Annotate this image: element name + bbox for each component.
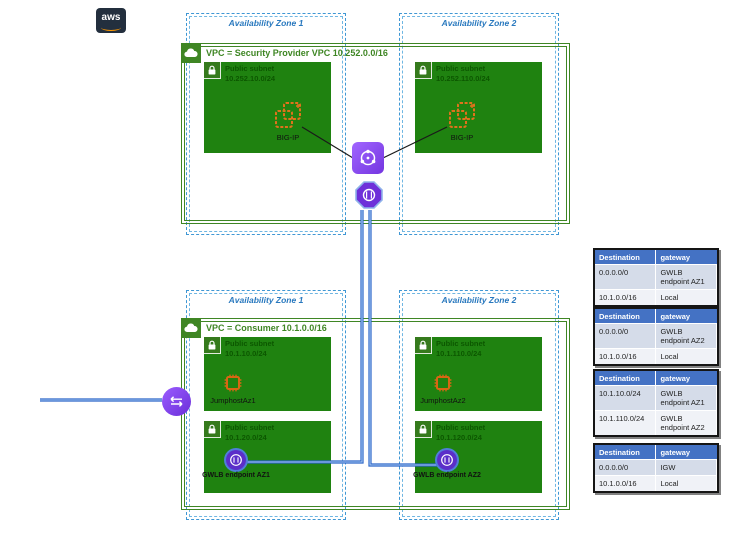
route-table-row: 10.1.110.0/24 GWLB endpoint AZ2 <box>595 410 717 435</box>
route-gateway-cell: Local <box>656 476 717 491</box>
route-table-row: 0.0.0.0/0 GWLB endpoint AZ2 <box>595 323 717 348</box>
subnet-type-label: Public subnet <box>436 64 486 73</box>
security-az2-label: Availability Zone 2 <box>441 18 517 28</box>
route-gateway-cell: GWLB endpoint AZ2 <box>656 324 717 348</box>
bigip-label: BIG-IP <box>450 133 474 142</box>
route-gateway-cell: Local <box>656 290 717 305</box>
route-table-row: 0.0.0.0/0 IGW <box>595 459 717 475</box>
route-table-header: Destination gateway <box>595 250 717 264</box>
route-gateway-cell: IGW <box>656 460 717 475</box>
subnet-type-label: Public subnet <box>436 339 486 348</box>
route-destination-cell: 10.1.0.0/16 <box>595 349 657 364</box>
route-table-row: 10.1.0.0/16 Local <box>595 348 717 364</box>
route-destination-cell: 10.1.10.0/24 <box>595 386 657 410</box>
aws-logo: aws <box>96 8 126 33</box>
bigip-icon <box>446 100 478 137</box>
gwlb-endpoint-label: GWLB endpoint AZ1 <box>202 472 270 479</box>
subnet-cidr-label: 10.1.110.0/24 <box>436 348 482 358</box>
route-table-header: Destination gateway <box>595 309 717 323</box>
route-destination-cell: 10.1.0.0/16 <box>595 290 657 305</box>
consumer-az2-label: Availability Zone 2 <box>441 295 517 305</box>
gwlb-icon <box>352 142 384 174</box>
jumphost-label: JumphostAz1 <box>210 396 256 405</box>
jumphost-instance-icon <box>432 372 454 399</box>
subnet-type-label: Public subnet <box>436 423 486 432</box>
route-gateway-cell: GWLB endpoint AZ2 <box>656 411 717 435</box>
route-gateway-cell: GWLB endpoint AZ1 <box>656 386 717 410</box>
subnet-cidr-label: 10.252.10.0/24 <box>225 73 276 83</box>
subnet-type-label: Public subnet <box>225 64 275 73</box>
security-az1-label: Availability Zone 1 <box>228 18 304 28</box>
route-destination-cell: 0.0.0.0/0 <box>595 265 657 289</box>
gwlb-endpoint-icon <box>437 450 457 470</box>
route-table-row: 10.1.10.0/24 GWLB endpoint AZ1 <box>595 385 717 410</box>
security-az2-box: Availability Zone 2 <box>399 13 559 235</box>
aws-logo-text: aws <box>101 12 121 23</box>
route-table-public: Destination gateway 0.0.0.0/0 IGW 10.1.0… <box>593 443 719 493</box>
route-table-header: Destination gateway <box>595 445 717 459</box>
route-gateway-cell: GWLB endpoint AZ1 <box>656 265 717 289</box>
consumer-az1-label: Availability Zone 1 <box>228 295 304 305</box>
route-gateway-cell: Local <box>656 349 717 364</box>
route-destination-cell: 10.1.110.0/24 <box>595 411 657 435</box>
route-destination-cell: 0.0.0.0/0 <box>595 324 657 348</box>
route-destination-cell: 0.0.0.0/0 <box>595 460 657 475</box>
bigip-label: BIG-IP <box>276 133 300 142</box>
gwlb-endpoint-label: GWLB endpoint AZ2 <box>413 472 481 479</box>
route-table-gwlbe-az1: Destination gateway 0.0.0.0/0 GWLB endpo… <box>593 248 719 307</box>
route-table-header: Destination gateway <box>595 371 717 385</box>
gwlb-endpoint-service-icon <box>354 180 384 215</box>
subnet-lock-icon <box>204 62 221 79</box>
route-table-gwlbe-az2: Destination gateway 0.0.0.0/0 GWLB endpo… <box>593 307 719 366</box>
bigip-icon <box>272 100 304 137</box>
jumphost-instance-icon <box>222 372 244 399</box>
aws-smile-icon <box>101 24 121 31</box>
subnet-cidr-label: 10.252.110.0/24 <box>436 73 490 83</box>
subnet-cidr-label: 10.1.10.0/24 <box>225 348 267 358</box>
igw-icon <box>162 387 191 416</box>
route-table-row: 0.0.0.0/0 GWLB endpoint AZ1 <box>595 264 717 289</box>
route-table-row: 10.1.0.0/16 Local <box>595 475 717 491</box>
route-table-igw-ingress: Destination gateway 10.1.10.0/24 GWLB en… <box>593 369 719 437</box>
route-destination-cell: 10.1.0.0/16 <box>595 476 657 491</box>
subnet-lock-icon <box>204 421 221 438</box>
consumer-vpc-title: VPC = Consumer 10.1.0.0/16 <box>206 323 327 333</box>
route-table-row: 10.1.0.0/16 Local <box>595 289 717 305</box>
gwlb-endpoint-icon <box>226 450 246 470</box>
subnet-cidr-label: 10.1.20.0/24 <box>225 432 267 442</box>
subnet-lock-icon <box>415 62 432 79</box>
vpc-cloud-icon <box>181 318 201 338</box>
security-vpc-title: VPC = Security Provider VPC 10.252.0.0/1… <box>206 48 388 58</box>
vpc-cloud-icon <box>181 43 201 63</box>
jumphost-label: JumphostAz2 <box>420 396 466 405</box>
consumer-vpc-box: VPC = Consumer 10.1.0.0/16 <box>181 318 570 510</box>
subnet-cidr-label: 10.1.120.0/24 <box>436 432 482 442</box>
subnet-lock-icon <box>204 337 221 354</box>
